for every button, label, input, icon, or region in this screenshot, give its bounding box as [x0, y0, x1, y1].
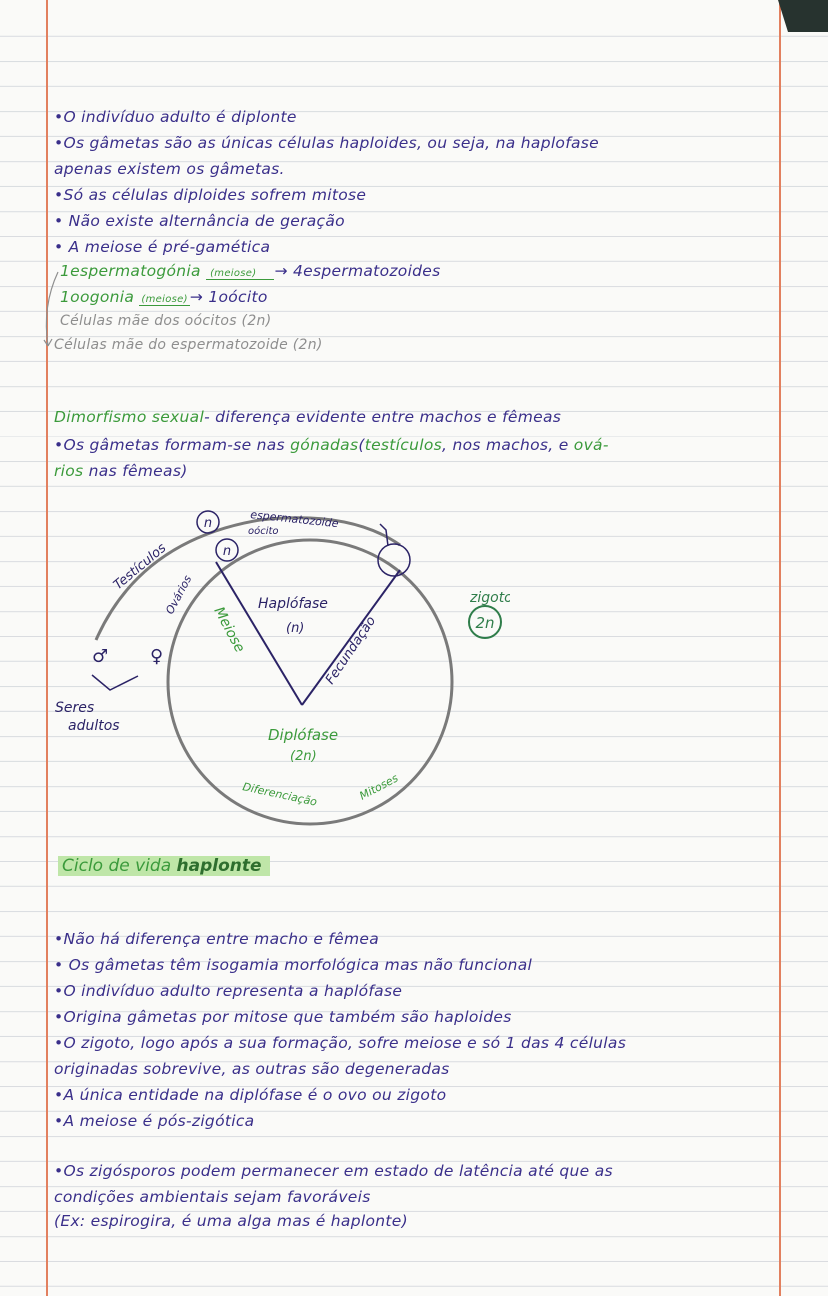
testes-label: Testículos	[111, 541, 169, 593]
meiosis-label: Meiose	[210, 604, 247, 655]
right-margin-line	[779, 0, 781, 1296]
haploid-sperm-label: n	[204, 516, 212, 531]
oocyte-label: oócito	[248, 525, 279, 537]
note-line: •A meiose é pós-zigótica	[54, 1112, 255, 1130]
gonads-text: nas fêmeas)	[83, 462, 188, 480]
oocyte-result: 1oócito	[208, 288, 268, 306]
mother-cells-sperm: Células mãe do espermatozoide (2n)	[54, 337, 323, 353]
spermatozoa-result: 4espermatozoides	[292, 262, 441, 280]
female-symbol: ♀	[150, 646, 163, 667]
cycle-circle	[166, 538, 454, 826]
section-title-prefix: Ciclo de vida	[62, 856, 177, 876]
adults-arrow	[91, 674, 139, 691]
note-line: •A única entidade na diplófase é o ovo o…	[54, 1086, 447, 1104]
haplophase-label: Haplófase	[258, 596, 328, 612]
note-line: •Origina gâmetas por mitose que também s…	[54, 1008, 512, 1026]
note-line: •O indivíduo adulto é diplonte	[54, 108, 297, 126]
mother-cells-oocytes: Células mãe dos oócitos (2n)	[60, 313, 272, 329]
ovaries-label: Ovários	[163, 573, 194, 616]
zygote-label: zigoto	[469, 590, 510, 606]
note-line: • A meiose é pré-gamética	[54, 238, 271, 256]
meiosis-arrow: (meiose)	[139, 294, 190, 306]
adults-label: Seres	[55, 700, 94, 716]
adults-label-2: adultos	[68, 718, 120, 734]
haploid-sperm-circle	[196, 510, 220, 534]
gonads-line: •Os gâmetas formam-se nas gónadas(testíc…	[54, 436, 609, 454]
note-line: condições ambientais sejam favoráveis	[54, 1188, 371, 1206]
section-title: Ciclo de vida haplonte	[58, 856, 270, 876]
section-title-word: haplonte	[176, 856, 262, 876]
differentiation-label: Diferenciação	[241, 780, 318, 809]
oogonia-term: 1oogonia	[60, 288, 135, 306]
note-line: •O indivíduo adulto representa a haplófa…	[54, 982, 403, 1000]
diplophase-2n-label: (2n)	[290, 749, 317, 764]
paren: (	[358, 436, 365, 454]
fertilization-label: Fecundação	[323, 614, 379, 687]
zygote-2n-label: 2n	[475, 614, 494, 632]
haploid-oocyte-circle	[215, 538, 239, 562]
gonads-text: •Os gâmetas formam-se nas	[54, 436, 291, 454]
ovaries-term: rios	[54, 462, 84, 480]
spermatogenesis-line: 1espermatogónia (meiose)→ 4espermatozoid…	[60, 262, 441, 280]
meiosis-line	[215, 561, 303, 706]
sperm-tail	[379, 523, 389, 547]
haploid-oocyte-label: n	[223, 544, 231, 559]
bracket-arrow	[43, 271, 59, 347]
meiosis-arrow: (meiose)	[206, 268, 275, 280]
testes-term: testículos	[364, 436, 442, 454]
fertilization-egg	[377, 543, 411, 577]
zygote-circle	[468, 605, 502, 639]
background-corner	[778, 0, 828, 32]
spermatogonia-term: 1espermatogónia	[60, 262, 201, 280]
dimorphism-line: Dimorfismo sexual- diferença evidente en…	[54, 408, 561, 426]
note-line: • Não existe alternância de geração	[54, 212, 345, 230]
gonads-text: , nos machos, e	[442, 436, 574, 454]
dimorphism-definition: - diferença evidente entre machos e fême…	[204, 408, 562, 426]
dimorphism-term: Dimorfismo sexual	[54, 408, 205, 426]
note-line: apenas existem os gâmetas.	[54, 160, 285, 178]
oogenesis-line: 1oogonia (meiose)→ 1oócito	[60, 288, 268, 306]
note-line: (Ex: espirogira, é uma alga mas é haplon…	[54, 1212, 408, 1230]
haplophase-n-label: (n)	[286, 621, 304, 636]
male-symbol: ♂	[92, 646, 108, 667]
note-line: • Os gâmetas têm isogamia morfológica ma…	[54, 956, 533, 974]
note-line: •Só as células diploides sofrem mitose	[54, 186, 367, 204]
male-arc	[94, 516, 401, 641]
diplophase-label: Diplófase	[268, 726, 338, 744]
note-line: •Não há diferença entre macho e fêmea	[54, 930, 380, 948]
gonads-term: gónadas	[290, 436, 359, 454]
gonads-line-2: rios nas fêmeas)	[54, 462, 188, 480]
note-line: •Os zigósporos podem permanecer em estad…	[54, 1162, 613, 1180]
left-margin-line	[46, 0, 48, 1296]
note-line: originadas sobrevive, as outras são dege…	[54, 1060, 450, 1078]
note-line: •O zigoto, logo após a sua formação, sof…	[54, 1034, 627, 1052]
note-line: •Os gâmetas são as únicas células haploi…	[54, 134, 599, 152]
ovaries-term: ová-	[573, 436, 609, 454]
fertilization-line	[301, 569, 401, 706]
life-cycle-diagram: n n 2n zigoto espermatozoide oócito Test…	[55, 508, 510, 826]
